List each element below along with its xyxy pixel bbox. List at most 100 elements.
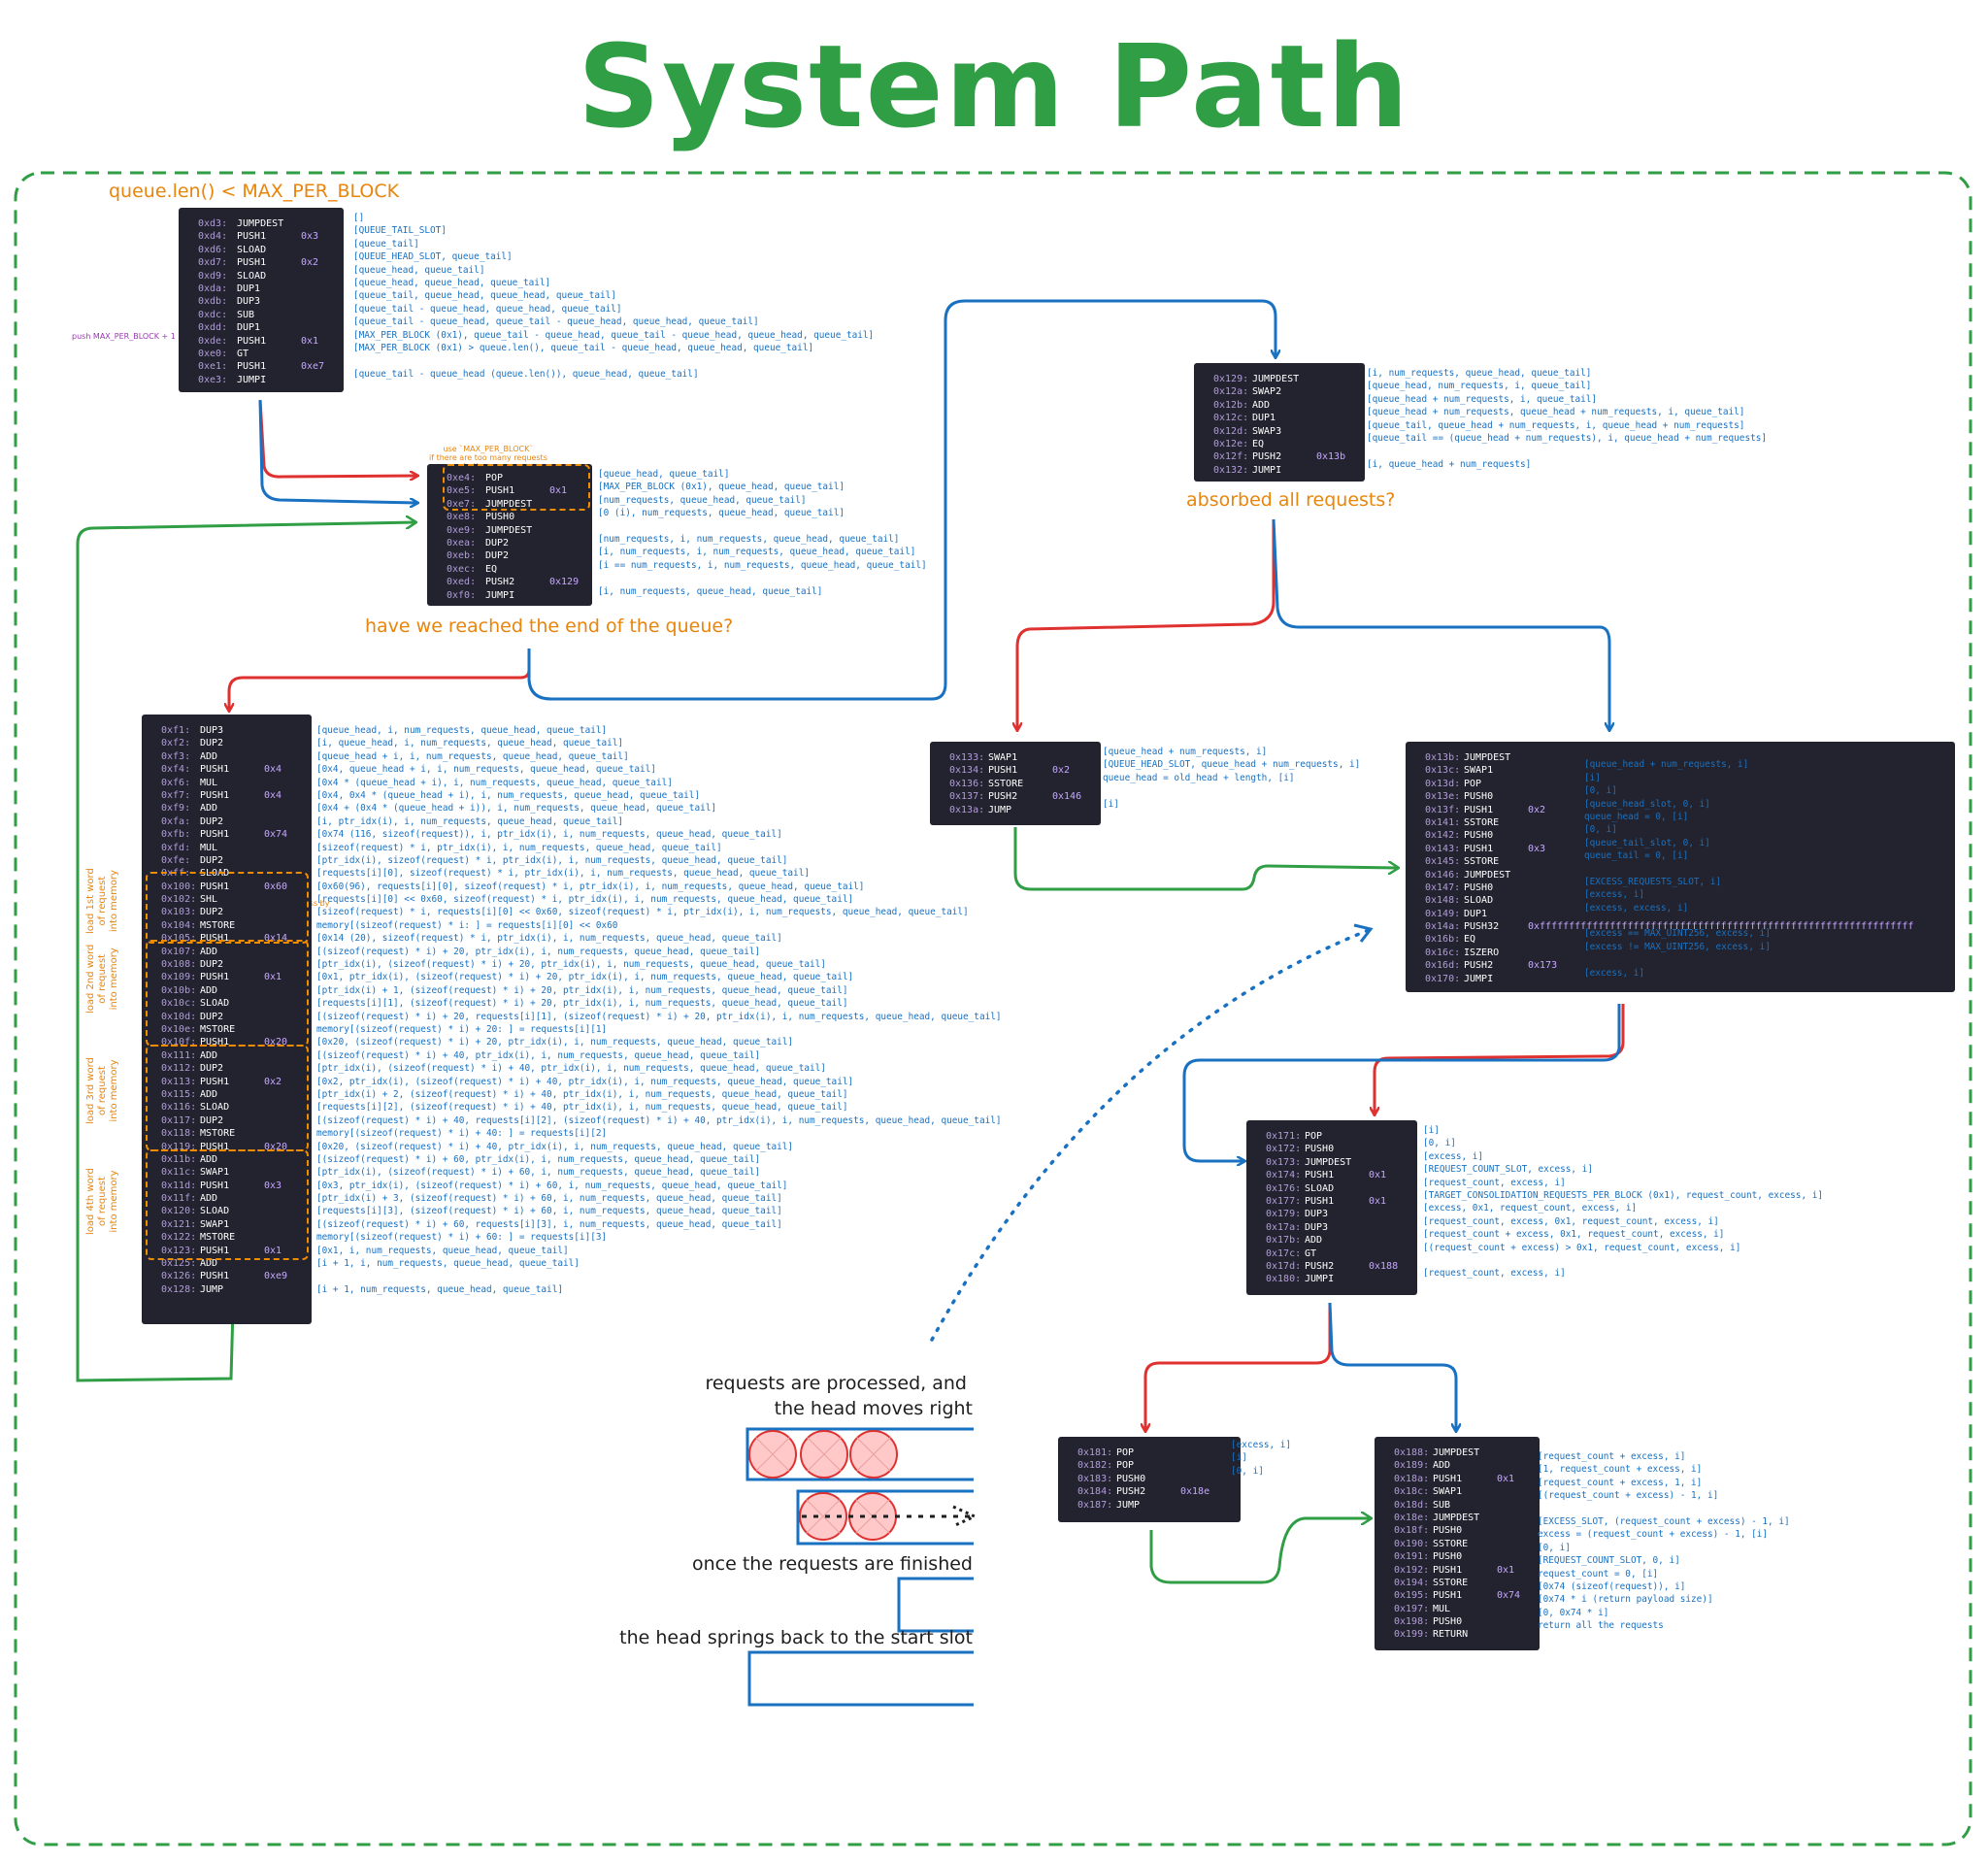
- code-addr: 0x123:: [161, 1245, 197, 1256]
- stack-comment: [queue_head + i, i, num_requests, queue_…: [316, 750, 629, 762]
- code-row: 0x12e:EQ: [1213, 438, 1353, 450]
- stack-comment: [0, i]: [1231, 1465, 1264, 1477]
- code-op: ADD: [200, 1088, 218, 1100]
- code-addr: 0x104:: [161, 919, 197, 931]
- code-op: ADD: [200, 946, 218, 957]
- code-addr: 0x145:: [1425, 856, 1461, 868]
- code-arg: 0x2: [1528, 804, 1546, 815]
- code-addr: 0x128:: [161, 1283, 197, 1295]
- code-row: 0x194:SSTORE: [1394, 1577, 1528, 1589]
- stack-comment: [queue_tail]: [353, 238, 419, 249]
- note-finished: once the requests are finished: [692, 1553, 973, 1575]
- stack-comment: [i, num_requests, queue_head, queue_tail…: [1367, 368, 1592, 379]
- code-row: 0x13b:JUMPDEST: [1425, 751, 1943, 764]
- code-addr: 0x16d:: [1425, 960, 1461, 972]
- code-addr: 0x172:: [1266, 1144, 1302, 1155]
- stack-comment: [queue_head + num_requests, i]: [1584, 759, 1749, 771]
- stack-comment: [1584, 746, 1771, 758]
- code-op: PUSH0: [485, 512, 515, 523]
- code-op: PUSH0: [1464, 881, 1494, 893]
- code-arg: 0x3: [301, 231, 319, 243]
- code-row: 0x136:SSTORE: [949, 778, 1089, 790]
- code-row: 0xf2:DUP2: [161, 737, 300, 749]
- code-row: 0x17c:GT: [1266, 1247, 1406, 1260]
- stack-comment: [0x60(96), requests[i][0], sizeof(reques…: [316, 881, 865, 892]
- code-row: 0x182:POP: [1077, 1459, 1229, 1472]
- code-row: 0x111:ADD: [161, 1049, 300, 1062]
- code-addr: 0x118:: [161, 1128, 197, 1140]
- stack-comment: [queue_head, i, num_requests, queue_head…: [316, 725, 608, 736]
- code-row: 0x191:PUSH0: [1394, 1550, 1528, 1563]
- code-op: JUMP: [200, 1283, 224, 1295]
- code-arg: 0x2: [264, 1076, 282, 1087]
- code-op: DUP1: [237, 283, 261, 294]
- code-row: 0x148:SLOAD: [1425, 894, 1943, 907]
- code-op: JUMPI: [1305, 1274, 1335, 1285]
- code-addr: 0x120:: [161, 1206, 197, 1217]
- code-addr: 0xf4:: [161, 764, 191, 776]
- code-op: PUSH1: [200, 933, 230, 945]
- stack-comment: [EXCESS_SLOT, (request_count + excess) -…: [1538, 1515, 1790, 1527]
- code-op: PUSH1: [1464, 804, 1494, 815]
- code-addr: 0x12a:: [1213, 386, 1249, 398]
- code-op: ADD: [1305, 1235, 1323, 1247]
- code-row: 0xf0:JUMPI: [447, 589, 580, 602]
- code-row: 0x183:PUSH0: [1077, 1473, 1229, 1485]
- code-op: DUP3: [1305, 1221, 1329, 1233]
- code-addr: 0x190:: [1394, 1538, 1430, 1549]
- code-row: 0x10e:MSTORE: [161, 1023, 300, 1036]
- code-addr: 0x11d:: [161, 1180, 197, 1191]
- code-addr: 0xe8:: [447, 512, 477, 523]
- code-op: ADD: [200, 1193, 218, 1205]
- code-addr: 0xde:: [198, 335, 228, 347]
- code-addr: 0x113:: [161, 1076, 197, 1087]
- code-arg: 0x3: [1528, 843, 1546, 854]
- code-row: 0xd3:JUMPDEST: [198, 217, 332, 230]
- code-op: PUSH0: [1433, 1616, 1463, 1628]
- code-arg: 0xe9: [264, 1271, 288, 1282]
- code-addr: 0x107:: [161, 946, 197, 957]
- code-addr: 0xf6:: [161, 777, 191, 788]
- stack-comment: [1538, 1503, 1790, 1515]
- code-op: MUL: [1433, 1603, 1451, 1614]
- code-arg: 0x74: [1497, 1590, 1521, 1602]
- code-op: SWAP1: [988, 752, 1018, 763]
- code-addr: 0xe9:: [447, 524, 477, 536]
- code-op: POP: [1464, 778, 1482, 789]
- stack-comment: [0x3, ptr_idx(i), (sizeof(request) * i) …: [316, 1180, 788, 1191]
- code-addr: 0x13a:: [949, 804, 985, 815]
- code-op: SHL: [200, 894, 218, 906]
- code-addr: 0x173:: [1266, 1156, 1302, 1168]
- code-op: DUP2: [200, 738, 224, 749]
- code-op: SLOAD: [237, 270, 267, 282]
- stack-comment: [0x20, (sizeof(request) * i) + 20, ptr_i…: [316, 1037, 794, 1048]
- code-addr: 0x199:: [1394, 1629, 1430, 1641]
- code-arg: 0x4: [264, 764, 282, 776]
- code-row: 0xdc:SUB: [198, 309, 332, 321]
- code-addr: 0x103:: [161, 907, 197, 918]
- stack-comment: [QUEUE_TAIL_SLOT]: [353, 225, 447, 237]
- code-op: PUSH1: [237, 231, 267, 243]
- code-addr: 0x102:: [161, 894, 197, 906]
- stack-comment: [queue_tail - queue_head, queue_tail - q…: [353, 316, 759, 328]
- code-op: JUMPI: [485, 589, 515, 601]
- stack-comment: [1584, 863, 1771, 876]
- stack-comment: [(sizeof(request) * i) + 20, requests[i]…: [316, 1011, 1002, 1022]
- code-row: 0x187:JUMP: [1077, 1499, 1229, 1512]
- code-op: GT: [237, 348, 249, 359]
- code-op: ADD: [200, 1049, 218, 1061]
- code-op: DUP2: [485, 550, 510, 562]
- note-processed-2: the head moves right: [774, 1398, 973, 1419]
- code-op: JUMPDEST: [1252, 374, 1300, 384]
- code-addr: 0xe4:: [447, 473, 477, 483]
- code-op: JUMPDEST: [485, 498, 533, 510]
- code-op: DUP2: [200, 907, 224, 918]
